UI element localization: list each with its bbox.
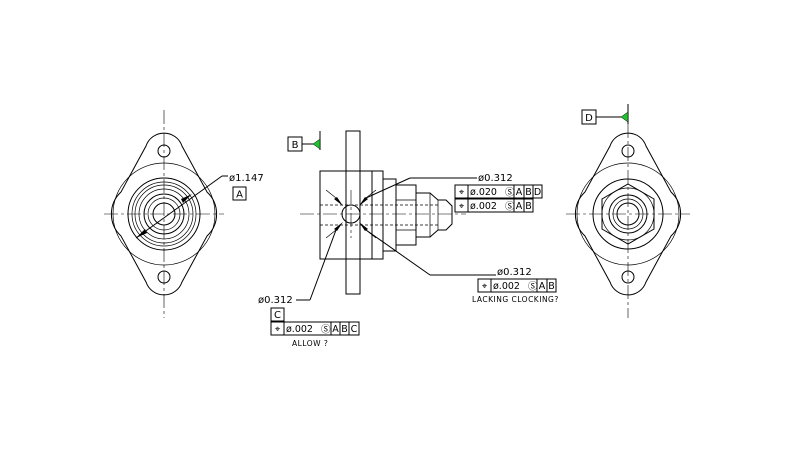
right-flange-outline bbox=[574, 132, 682, 296]
right-leader bbox=[365, 229, 431, 276]
fcf-top-1-symbol: ⌖ bbox=[459, 187, 465, 198]
fcf-right-datum-2: B bbox=[548, 281, 555, 292]
fcf-right: ⌖ ø.002 Ⓢ A B bbox=[477, 278, 557, 293]
datum-a-label: A bbox=[236, 190, 243, 201]
bore-arrow-tr bbox=[359, 197, 368, 206]
fcf-left-datum-3: C bbox=[351, 324, 358, 335]
datum-d-triangle bbox=[620, 111, 629, 123]
left-diameter-leader bbox=[135, 175, 223, 239]
fcf-right-tol: ø.002 bbox=[493, 281, 520, 292]
datum-d-label: D bbox=[585, 113, 593, 124]
datum-b-triangle bbox=[312, 138, 321, 150]
fcf-right-datum-1: A bbox=[539, 281, 546, 292]
right-view: D bbox=[566, 104, 690, 318]
fcf-top-1-tol: ø.020 bbox=[470, 187, 497, 198]
fcf-left-datum-1: A bbox=[332, 324, 339, 335]
fcf-top-1-datum-2: B bbox=[525, 187, 532, 198]
fcf-left-mod: Ⓢ bbox=[321, 325, 331, 336]
center-fitting bbox=[416, 192, 453, 238]
fcf-top-1: ⌖ ø.020 Ⓢ A B D bbox=[454, 184, 543, 199]
fcf-top-2-datum-2: B bbox=[525, 201, 532, 212]
bore-arrow-bl bbox=[334, 222, 343, 231]
fcf-right-symbol: ⌖ bbox=[482, 281, 488, 292]
fcf-top-2-datum-1: A bbox=[516, 201, 523, 212]
fcf-left-symbol: ⌖ bbox=[275, 324, 281, 335]
fcf-top-2-tol: ø.002 bbox=[470, 201, 497, 212]
fcf-left-datum-2: B bbox=[341, 324, 348, 335]
fcf-top-1-mod: Ⓢ bbox=[505, 188, 515, 199]
fcf-top-2-mod: Ⓢ bbox=[505, 202, 515, 213]
fcf-top-1-datum-1: A bbox=[516, 187, 523, 198]
fcf-top-1-datum-3: D bbox=[534, 187, 541, 198]
top-leader bbox=[365, 177, 411, 199]
center-hex bbox=[395, 184, 417, 246]
top-hole-label: ø0.312 bbox=[478, 173, 513, 184]
fcf-left: ⌖ ø.002 Ⓢ A B C bbox=[270, 321, 360, 336]
left-flange-outline bbox=[110, 132, 218, 296]
center-view: B ø0 bbox=[258, 130, 559, 348]
bore-arrow-line-tr bbox=[365, 189, 377, 199]
left-note: ALLOW ? bbox=[292, 339, 328, 348]
datum-a-box bbox=[232, 186, 247, 201]
center-flange bbox=[345, 130, 361, 295]
left-hole-leader bbox=[309, 229, 337, 301]
bore-arrow-line-tl bbox=[325, 189, 337, 199]
center-collar bbox=[371, 170, 384, 260]
datum-c-box bbox=[270, 307, 285, 322]
fcf-top-2-symbol: ⌖ bbox=[459, 201, 465, 212]
right-hole-label: ø0.312 bbox=[497, 267, 532, 278]
right-note: LACKING CLOCKING? bbox=[472, 295, 559, 304]
datum-b-label: B bbox=[292, 140, 299, 151]
left-hole-label: ø0.312 bbox=[258, 295, 293, 306]
left-arrow-1 bbox=[136, 229, 147, 238]
fcf-left-tol: ø.002 bbox=[286, 324, 313, 335]
bore-arrow-tl bbox=[334, 197, 343, 206]
bore-arrow-line-bl bbox=[325, 229, 337, 239]
datum-c-label: C bbox=[274, 310, 281, 321]
fcf-right-mod: Ⓢ bbox=[528, 282, 538, 293]
left-arrow-2 bbox=[181, 194, 192, 203]
fcf-top-2: ⌖ ø.002 Ⓢ A B bbox=[454, 198, 534, 213]
left-diameter-label: ø1.147 bbox=[229, 173, 264, 184]
left-view: ø1.147 A bbox=[104, 110, 264, 318]
bore-arrow-br bbox=[359, 222, 368, 231]
